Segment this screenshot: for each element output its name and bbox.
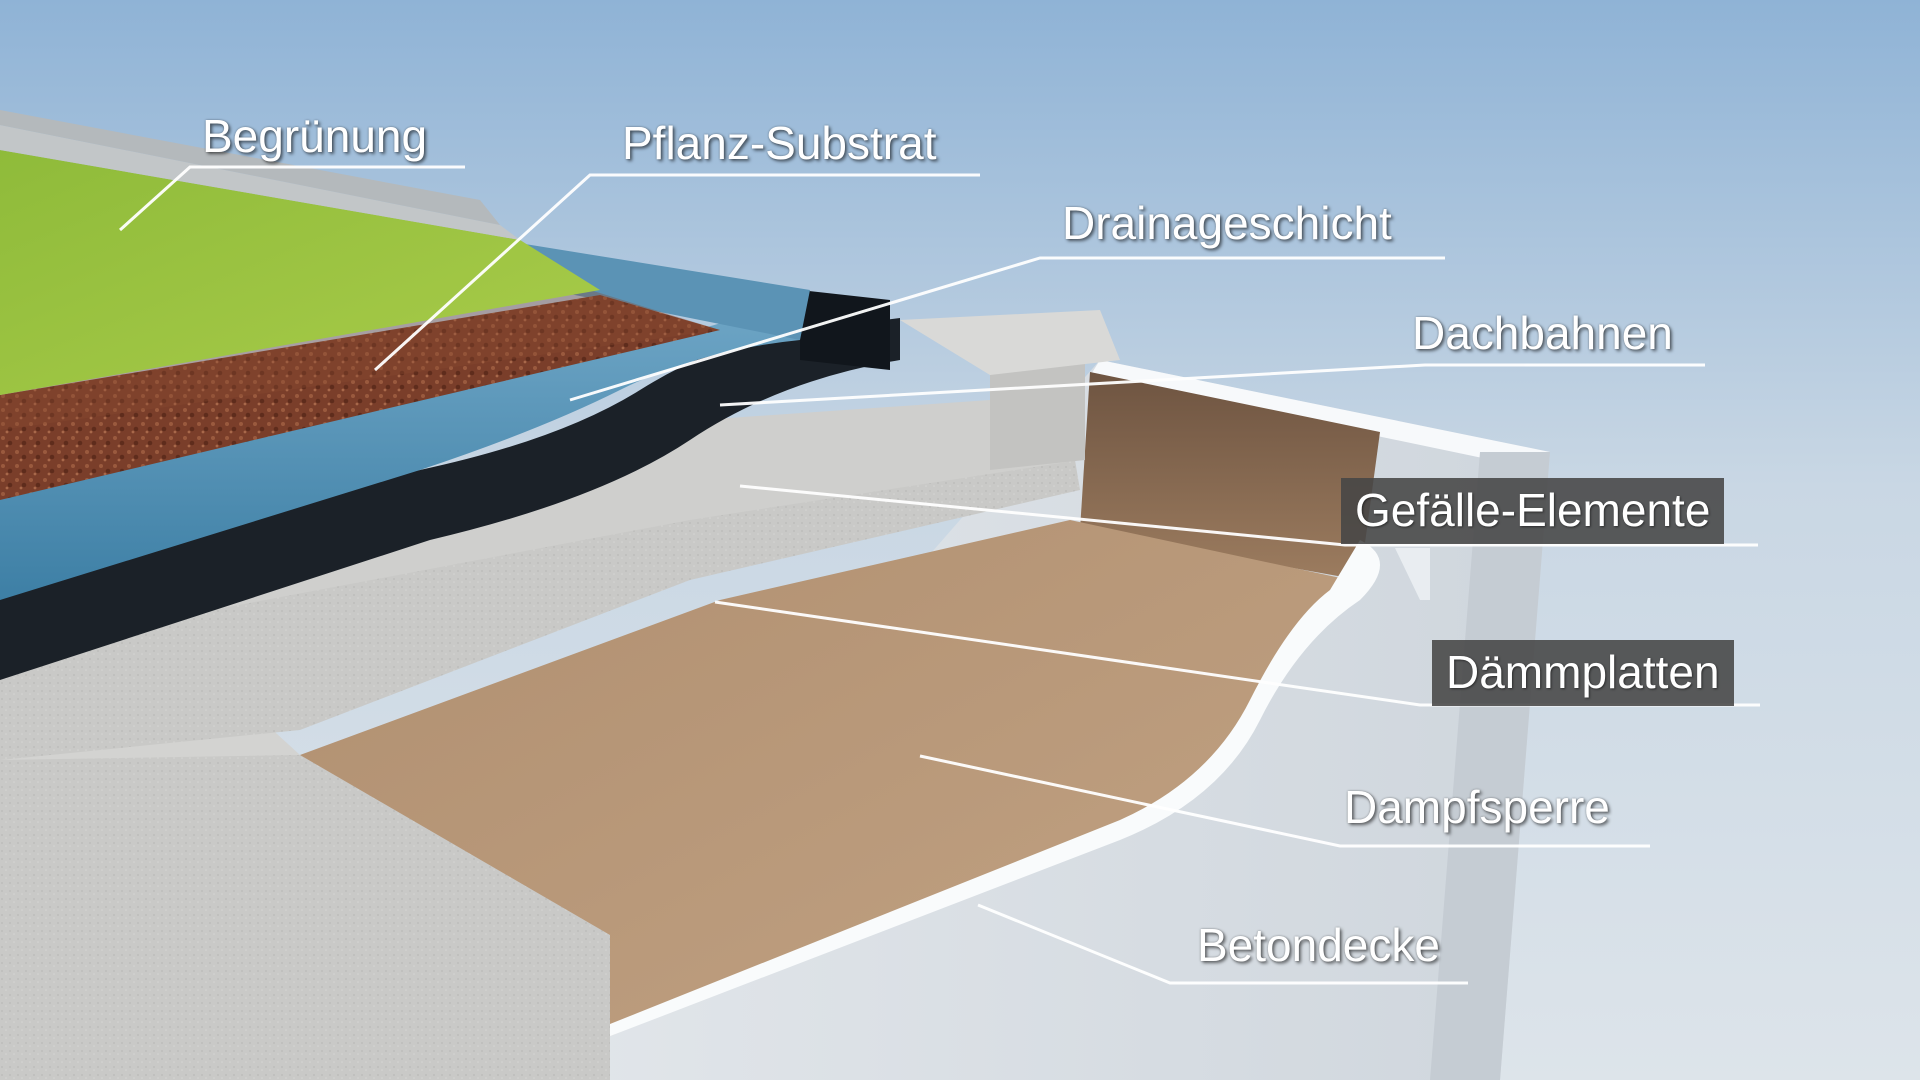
gravel-strip xyxy=(0,125,520,240)
slope-element-step-top xyxy=(900,310,1120,375)
leader-dampfsperre xyxy=(919,754,1650,848)
membrane-layer xyxy=(0,318,900,680)
label-gefaelle-elemente: Gefälle-Elemente xyxy=(1341,478,1725,544)
label-dampfsperre: Dampfsperre xyxy=(1344,781,1610,833)
grass-layer xyxy=(0,150,600,395)
label-daemmplatten: Dämmplatten xyxy=(1432,640,1734,706)
drainage-upturn xyxy=(500,240,810,340)
label-betondecke: Betondecke xyxy=(1197,919,1440,971)
leader-dachbahnen xyxy=(719,363,1705,407)
leader-drainageschicht xyxy=(569,256,1445,402)
leader-begruenung xyxy=(118,165,465,232)
label-dachbahnen: Dachbahnen xyxy=(1412,307,1673,359)
leader-betondecke xyxy=(977,903,1468,985)
slope-element-band xyxy=(0,460,1080,760)
label-pflanz-substrat: Pflanz-Substrat xyxy=(622,117,937,169)
membrane-upturn xyxy=(800,290,890,370)
drainage-layer xyxy=(0,300,800,600)
concrete-top-rim xyxy=(1090,360,1550,470)
substrate-top xyxy=(0,290,720,430)
label-begruenung: Begrünung xyxy=(202,110,428,162)
leader-lines xyxy=(118,165,1760,985)
leader-pflanz-substrat xyxy=(373,173,980,372)
insulation-board-lower xyxy=(0,720,610,1080)
label-drainageschicht: Drainageschicht xyxy=(1062,197,1392,249)
concrete-corner-notch xyxy=(1395,548,1430,600)
vapor-barrier-wall xyxy=(1080,372,1380,580)
leader-gefaelle-elemente xyxy=(739,484,1758,547)
substrate-layer xyxy=(0,295,720,500)
concrete-right-edge xyxy=(1430,452,1550,1080)
